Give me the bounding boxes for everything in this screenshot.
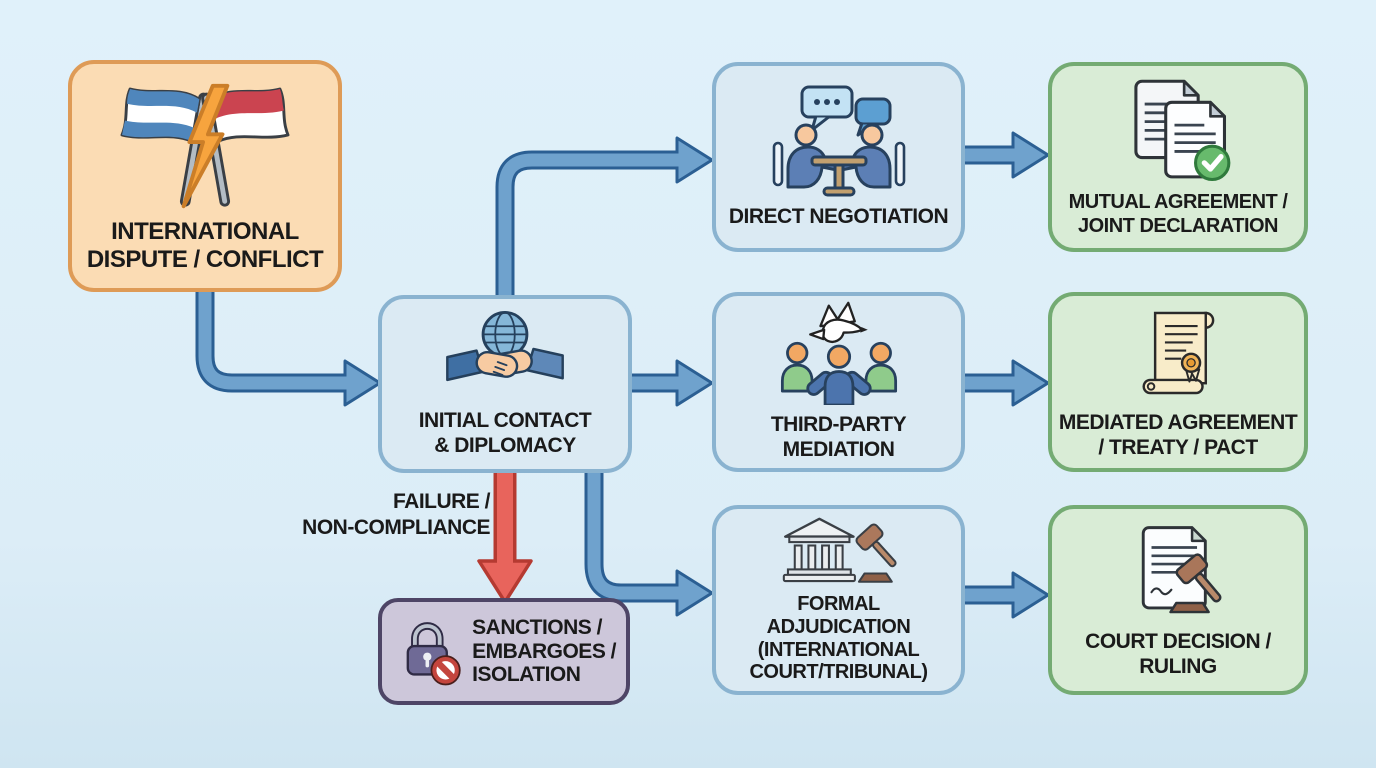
label-line: DISPUTE / CONFLICT — [86, 246, 324, 273]
node-third-party-mediation: THIRD-PARTY MEDIATION — [712, 292, 965, 472]
dove-icon — [808, 301, 868, 344]
person-left — [786, 123, 840, 189]
node-mutual-agreement: MUTUAL AGREEMENT / JOINT DECLARATION — [1048, 62, 1308, 252]
node-label: MEDIATED AGREEMENT / TREATY / PACT — [1058, 411, 1298, 461]
table — [810, 155, 867, 197]
label-line: THIRD-PARTY — [770, 413, 907, 437]
arrow-adjudication-to-court — [963, 571, 1050, 619]
label-line: COURT/TRIBUNAL) — [749, 661, 928, 684]
label-line: SANCTIONS / — [472, 616, 602, 640]
label-line: MEDIATION — [782, 438, 895, 461]
label-line: COURT DECISION / — [1085, 629, 1271, 653]
lightning-icon — [181, 83, 230, 208]
scroll — [1142, 311, 1215, 395]
arrow-mediation-to-mediated — [963, 359, 1050, 407]
label-line: FORMAL — [797, 592, 880, 615]
label-line: ISOLATION — [472, 663, 581, 687]
conflict-flags-icon — [120, 83, 290, 208]
gavel-icon — [1169, 553, 1222, 614]
arrow-initial-to-mediation — [630, 359, 714, 407]
node-label: MUTUAL AGREEMENT / JOINT DECLARATION — [1069, 191, 1288, 238]
node-label: THIRD-PARTY MEDIATION — [770, 413, 907, 463]
node-label: INITIAL CONTACT & DIPLOMACY — [419, 409, 592, 459]
label-line: DIRECT NEGOTIATION — [728, 204, 949, 228]
label-line: INTERNATIONAL — [111, 217, 299, 245]
treaty-scroll-icon — [1142, 311, 1215, 395]
seal-icon — [1180, 352, 1202, 383]
label-line: (INTERNATIONAL — [757, 638, 920, 661]
ban-icon — [430, 654, 461, 685]
speech-bubbles — [800, 85, 891, 137]
node-label: INTERNATIONAL DISPUTE / CONFLICT — [86, 217, 324, 275]
arrow-negotiation-to-mutual — [963, 131, 1050, 179]
gavel-icon — [855, 523, 897, 583]
label-line: FAILURE / — [392, 490, 491, 513]
documents-check-icon — [1134, 79, 1231, 181]
person-right — [837, 123, 891, 189]
arrow-initial-to-negotiation — [495, 136, 714, 296]
node-label: SANCTIONS / EMBARGOES / ISOLATION — [472, 616, 616, 687]
negotiation-table-icon — [772, 85, 905, 197]
node-formal-adjudication: FORMAL ADJUDICATION (INTERNATIONAL COURT… — [712, 505, 965, 695]
ruling-document — [1141, 525, 1207, 610]
edge-label-failure: FAILURE / NON-COMPLIANCE — [272, 489, 490, 540]
label-line: MEDIATED AGREEMENT — [1058, 411, 1298, 435]
label-line: ADJUDICATION — [766, 615, 911, 638]
label-line: NON-COMPLIANCE — [302, 515, 490, 539]
node-initial-contact: INITIAL CONTACT & DIPLOMACY — [378, 295, 632, 473]
node-mediated-agreement: MEDIATED AGREEMENT / TREATY / PACT — [1048, 292, 1308, 472]
court-building-gavel-icon — [782, 517, 897, 583]
chairs — [772, 141, 905, 186]
node-direct-negotiation: DIRECT NEGOTIATION — [712, 62, 965, 252]
label-line: EMBARGOES / — [472, 639, 616, 663]
label-line: JOINT DECLARATION — [1077, 214, 1279, 237]
courthouse — [782, 517, 856, 582]
label-line: MUTUAL AGREEMENT / — [1068, 190, 1288, 213]
ruling-document-gavel-icon — [1141, 525, 1222, 614]
handshake — [446, 347, 564, 381]
lock-ban-icon — [406, 621, 461, 685]
label-line: INITIAL CONTACT — [418, 408, 592, 432]
check-icon — [1194, 144, 1231, 181]
label-line: RULING — [1139, 654, 1217, 678]
arrow-dispute-to-initial — [195, 290, 382, 407]
label-line: / TREATY / PACT — [1098, 436, 1258, 459]
node-label: COURT DECISION / RULING — [1085, 630, 1271, 680]
node-label: FORMAL ADJUDICATION (INTERNATIONAL COURT… — [749, 592, 928, 684]
mediation-dove-icon — [780, 301, 897, 406]
node-sanctions: SANCTIONS / EMBARGOES / ISOLATION — [378, 598, 630, 705]
node-international-dispute: INTERNATIONAL DISPUTE / CONFLICT — [68, 60, 342, 292]
label-line: & DIPLOMACY — [434, 433, 576, 457]
arrow-initial-to-adjudication — [584, 471, 714, 617]
mediation-people — [780, 342, 897, 406]
node-court-decision: COURT DECISION / RULING — [1048, 505, 1308, 695]
node-label: DIRECT NEGOTIATION — [728, 204, 949, 230]
handshake-globe-icon — [446, 310, 564, 381]
arrow-failure-to-sanctions — [477, 472, 533, 604]
